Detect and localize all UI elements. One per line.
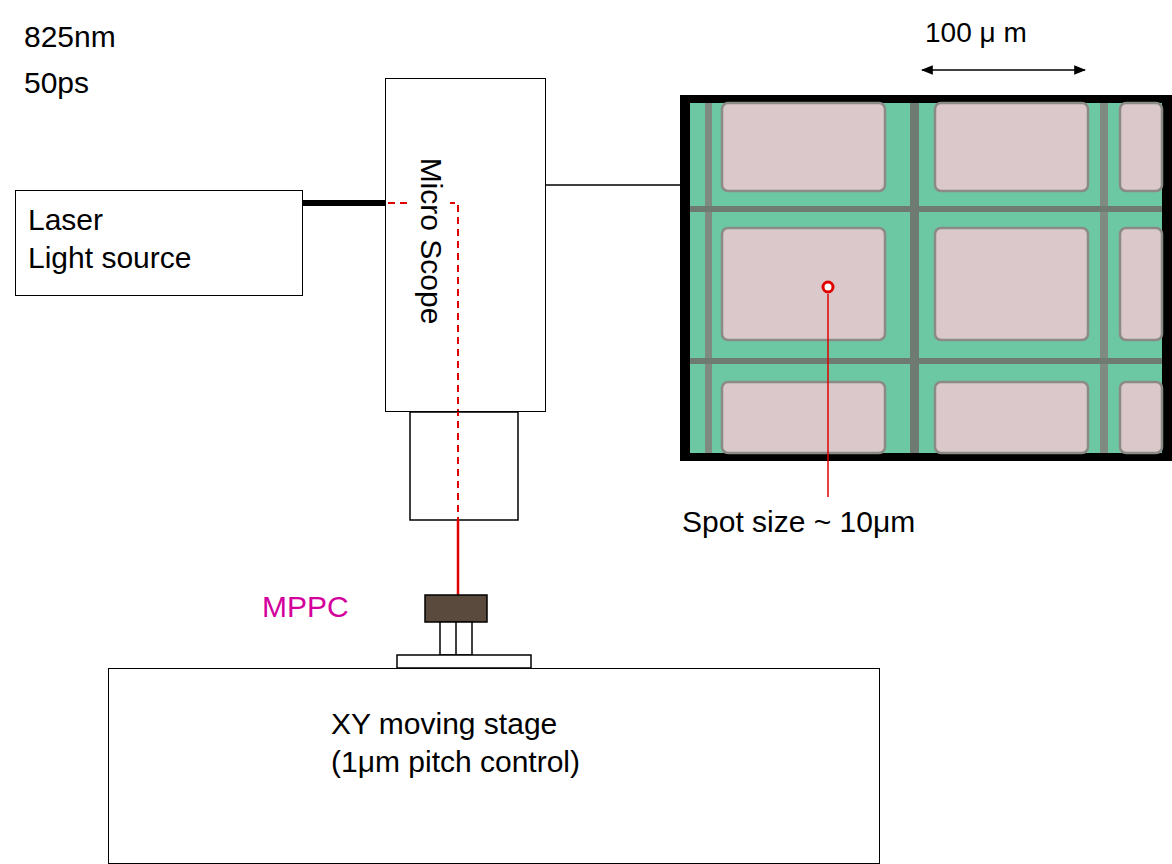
microscope-box: Micro Scope: [385, 78, 546, 412]
sensor-mount: [440, 622, 472, 655]
chip-trace: [1100, 103, 1108, 453]
node-text: Micro Scope: [412, 156, 450, 327]
chip-trace: [690, 206, 1162, 212]
fiber-connector: [303, 200, 385, 206]
mppc-sensor: [425, 595, 487, 622]
wavelength-label: 825nm: [24, 20, 116, 54]
objective-lens: [410, 412, 518, 520]
dimension-arrow: [922, 69, 1085, 71]
laser-beam: [457, 520, 460, 595]
chip-trace: [690, 358, 1162, 364]
chip-cell: [722, 228, 885, 340]
chip-cells: [722, 103, 1162, 453]
chip-trace: [910, 103, 919, 453]
chip-cell: [722, 103, 885, 191]
chip-cell: [935, 228, 1088, 340]
sensor-base: [397, 655, 531, 668]
chip-cell: [1120, 382, 1162, 453]
view-line: [546, 184, 680, 186]
chip-cell: [722, 382, 885, 453]
laser-spot: [823, 282, 833, 292]
node-text: XY moving stage (1μm pitch control): [331, 705, 867, 781]
image-frame: [680, 95, 1172, 461]
chip-cell: [935, 382, 1088, 453]
stage-box: XY moving stage (1μm pitch control): [108, 668, 880, 864]
chip-cell: [1120, 103, 1162, 191]
chip-cell: [935, 103, 1088, 191]
light-source-box: Laser Light source: [15, 190, 303, 296]
sensor-label: MPPC: [262, 590, 349, 624]
dimension-label: 100 μ m: [925, 16, 1027, 50]
node-text: Laser Light source: [28, 201, 290, 277]
pulse-width-label: 50ps: [24, 66, 89, 100]
sensor-mount-line: [455, 622, 457, 655]
chip-cell: [1120, 228, 1162, 340]
chip-surface: [690, 103, 1162, 453]
leader-line: [827, 294, 829, 497]
spot-size-label: Spot size ~ 10μm: [682, 505, 915, 539]
chip-trace: [705, 103, 712, 453]
